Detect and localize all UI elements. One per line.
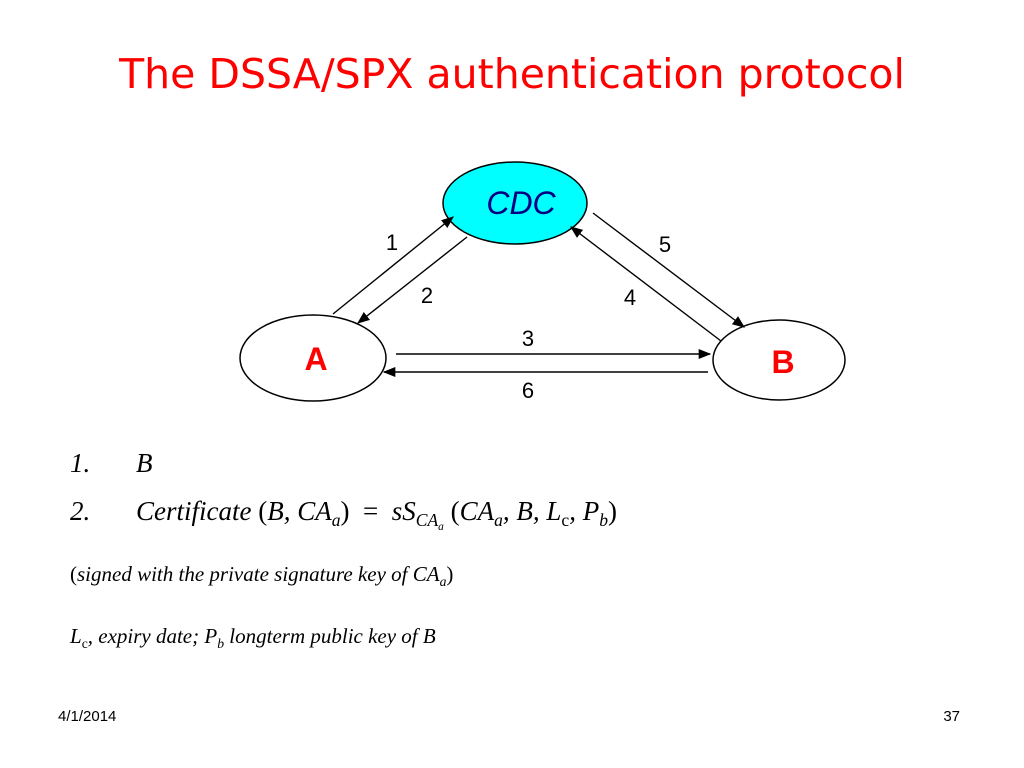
arrow-4 — [569, 226, 722, 342]
arrow-5 — [592, 212, 746, 328]
slide-title: The DSSA/SPX authentication protocol — [119, 50, 905, 98]
step-2-paren-close: ) — [340, 496, 350, 526]
a-node-label: A — [304, 341, 327, 377]
step-2-number: 2. — [70, 496, 91, 526]
arrow-1 — [332, 216, 454, 315]
note-signed-open: ( — [70, 562, 77, 586]
step-2-ss-sub2: a — [438, 521, 444, 534]
cdc-node — [442, 161, 588, 245]
edge-label-1: 1 — [386, 230, 398, 255]
arrow-2 — [357, 236, 468, 324]
step-2-paren-open-2: ( — [450, 496, 460, 526]
step-2-b-l: , B, L — [502, 496, 562, 526]
step-2-b-ca-sub: a — [331, 510, 341, 531]
step-2-ca-sub: a — [494, 510, 503, 531]
step-1-number: 1. — [70, 448, 91, 478]
step-2-ss: sS — [391, 496, 416, 526]
note-expiry-l-sub: c — [81, 635, 88, 651]
note-expiry-l: L — [70, 624, 82, 648]
note-expiry-text: , expiry date; P — [87, 624, 218, 648]
b-node-label: B — [771, 344, 794, 380]
edge-label-5: 5 — [659, 232, 671, 257]
step-2-equals: = — [363, 496, 379, 526]
step-2-l-sub: c — [561, 510, 570, 531]
step-1-text: B — [136, 448, 153, 478]
step-2-b-ca: B, CA — [267, 496, 332, 526]
edge-label-4: 4 — [624, 285, 636, 310]
edge-label-2: 2 — [421, 283, 433, 308]
step-2-paren-open: ( — [258, 496, 268, 526]
note-expiry-rest: longterm public key of B — [224, 624, 436, 648]
b-node — [712, 319, 846, 401]
step-2-ss-sub: CA — [415, 510, 439, 531]
step-2-p: , P — [569, 496, 600, 526]
step-2-paren-close-2: ) — [607, 496, 617, 526]
slide-date: 4/1/2014 — [58, 708, 117, 725]
note-expiry: Lc, expiry date; Pb longterm public key … — [70, 624, 436, 651]
step-2-ca: CA — [459, 496, 495, 526]
step-2: 2.Certificate (B, CAa) = sSCAa (CAa, B, … — [70, 496, 617, 533]
step-2-certificate: Certificate — [136, 496, 252, 526]
a-node — [239, 314, 387, 402]
note-signed: (signed with the private signature key o… — [70, 562, 454, 589]
note-signed-close: ) — [446, 562, 454, 586]
step-1: 1. B — [70, 448, 153, 479]
note-signed-text: signed with the private signature key of… — [77, 562, 440, 586]
edge-label-3: 3 — [522, 326, 534, 351]
cdc-node-label: CDC — [486, 185, 556, 221]
slide-page-number: 37 — [943, 708, 960, 725]
note-signed-sub: a — [439, 573, 447, 589]
step-2-p-sub: b — [599, 510, 608, 531]
edge-label-6: 6 — [522, 378, 534, 403]
note-expiry-p-sub: b — [217, 635, 225, 651]
